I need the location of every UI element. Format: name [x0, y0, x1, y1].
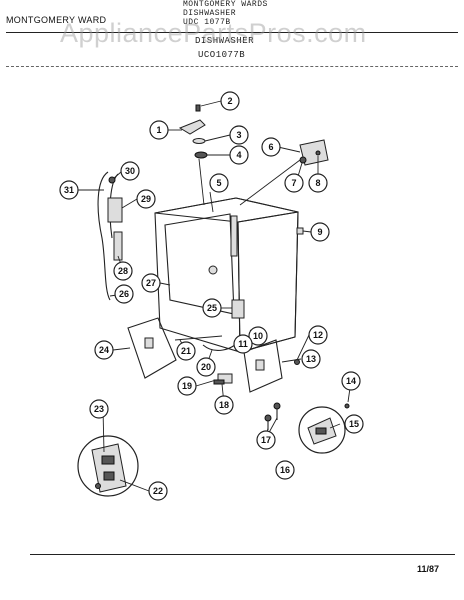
callout-9: 9: [310, 222, 330, 242]
callout-5: 5: [209, 173, 229, 193]
svg-text:28: 28: [118, 266, 128, 276]
svg-text:25: 25: [207, 303, 217, 313]
callout-8: 8: [308, 173, 328, 193]
callout-18: 18: [214, 395, 234, 415]
header-line-1: MONTGOMERY WARDS: [183, 0, 268, 9]
svg-text:17: 17: [261, 435, 271, 445]
callout-6: 6: [261, 137, 281, 157]
diagram-subtitle: DISHWASHER: [195, 36, 255, 46]
detail-inset-switch: [77, 435, 139, 497]
header-line-3: UDC 1077B: [183, 18, 231, 27]
svg-text:12: 12: [313, 330, 323, 340]
svg-text:27: 27: [146, 278, 156, 288]
svg-text:2: 2: [227, 96, 232, 106]
tub-assembly: [154, 197, 299, 353]
svg-text:10: 10: [253, 331, 263, 341]
watermark: AppliancePartsPros.com: [60, 18, 367, 48]
footer-date: 11/87: [417, 564, 440, 574]
svg-text:19: 19: [182, 381, 192, 391]
svg-text:11: 11: [238, 339, 248, 349]
callout-27: 27: [141, 273, 161, 293]
right-bracket: [239, 139, 329, 235]
svg-text:8: 8: [315, 178, 320, 188]
side-panel: [243, 339, 283, 393]
callouts: 1 2 3 4 5 6 7 8 9 10 11 12 13 14 15 16 1…: [59, 91, 364, 501]
svg-text:21: 21: [181, 346, 191, 356]
callout-4: 4: [229, 145, 249, 165]
svg-text:13: 13: [306, 354, 316, 364]
svg-text:23: 23: [94, 404, 104, 414]
callout-10: 10: [248, 326, 268, 346]
callout-20: 20: [196, 357, 216, 377]
svg-text:6: 6: [268, 142, 273, 152]
header-rule-lower: [6, 66, 458, 67]
callout-28: 28: [113, 261, 133, 281]
callout-2: 2: [220, 91, 240, 111]
inner-panel: [127, 317, 177, 379]
top-bracket-parts: [178, 104, 208, 206]
callout-23: 23: [89, 399, 109, 419]
callout-26: 26: [114, 284, 134, 304]
callout-16: 16: [275, 460, 295, 480]
detail-inset-motor: [298, 406, 346, 454]
footer-rule: [30, 554, 455, 555]
svg-text:16: 16: [280, 465, 290, 475]
svg-text:4: 4: [236, 150, 241, 160]
svg-text:1: 1: [156, 125, 161, 135]
callout-30: 30: [120, 161, 140, 181]
svg-text:14: 14: [346, 376, 356, 386]
svg-text:29: 29: [141, 194, 151, 204]
svg-text:26: 26: [119, 289, 129, 299]
callout-3: 3: [229, 125, 249, 145]
callout-11: 11: [233, 334, 253, 354]
svg-text:7: 7: [291, 178, 296, 188]
model-number: UCO1077B: [198, 50, 246, 60]
callout-7: 7: [284, 173, 304, 193]
callout-29: 29: [136, 189, 156, 209]
callout-14: 14: [341, 371, 361, 391]
callout-21: 21: [176, 341, 196, 361]
callout-25: 25: [202, 298, 222, 318]
header-rule: [6, 32, 458, 33]
callout-1: 1: [149, 120, 169, 140]
callout-15: 15: [344, 414, 364, 434]
callout-17: 17: [256, 430, 276, 450]
svg-text:31: 31: [64, 185, 74, 195]
svg-text:24: 24: [99, 345, 109, 355]
svg-text:9: 9: [317, 227, 322, 237]
fill-valve-assembly: [97, 171, 123, 301]
callout-12: 12: [308, 325, 328, 345]
header-line-2: DISHWASHER: [183, 9, 237, 18]
callout-31: 31: [59, 180, 79, 200]
brand-name: MONTGOMERY WARD: [6, 15, 107, 25]
svg-text:30: 30: [125, 166, 135, 176]
svg-text:5: 5: [216, 178, 221, 188]
svg-text:18: 18: [219, 400, 229, 410]
callout-13: 13: [301, 349, 321, 369]
callout-19: 19: [177, 376, 197, 396]
callout-24: 24: [94, 340, 114, 360]
svg-text:3: 3: [236, 130, 241, 140]
callout-22: 22: [148, 481, 168, 501]
svg-text:20: 20: [201, 362, 211, 372]
svg-text:15: 15: [349, 419, 359, 429]
svg-text:22: 22: [153, 486, 163, 496]
